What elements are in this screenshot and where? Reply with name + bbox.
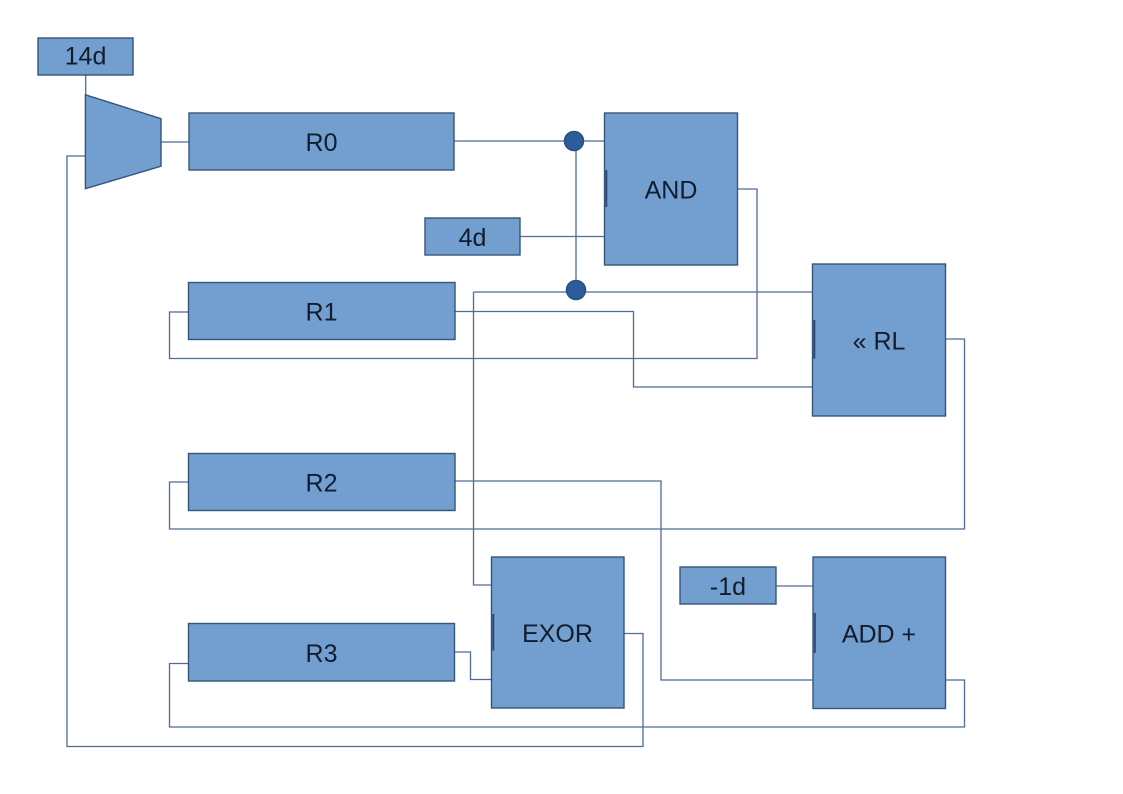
- svg-text:EXOR: EXOR: [522, 620, 593, 648]
- svg-text:14d: 14d: [65, 43, 107, 71]
- svg-text:R3: R3: [306, 640, 338, 668]
- svg-text:ADD +: ADD +: [842, 621, 916, 649]
- svg-text:4d: 4d: [459, 224, 487, 252]
- svg-text:AND: AND: [645, 177, 698, 205]
- svg-text:R0: R0: [306, 129, 338, 157]
- svg-text:-1d: -1d: [710, 573, 746, 601]
- svg-text:« RL: « RL: [853, 328, 906, 356]
- svg-text:R1: R1: [306, 299, 338, 327]
- svg-text:R2: R2: [306, 470, 338, 498]
